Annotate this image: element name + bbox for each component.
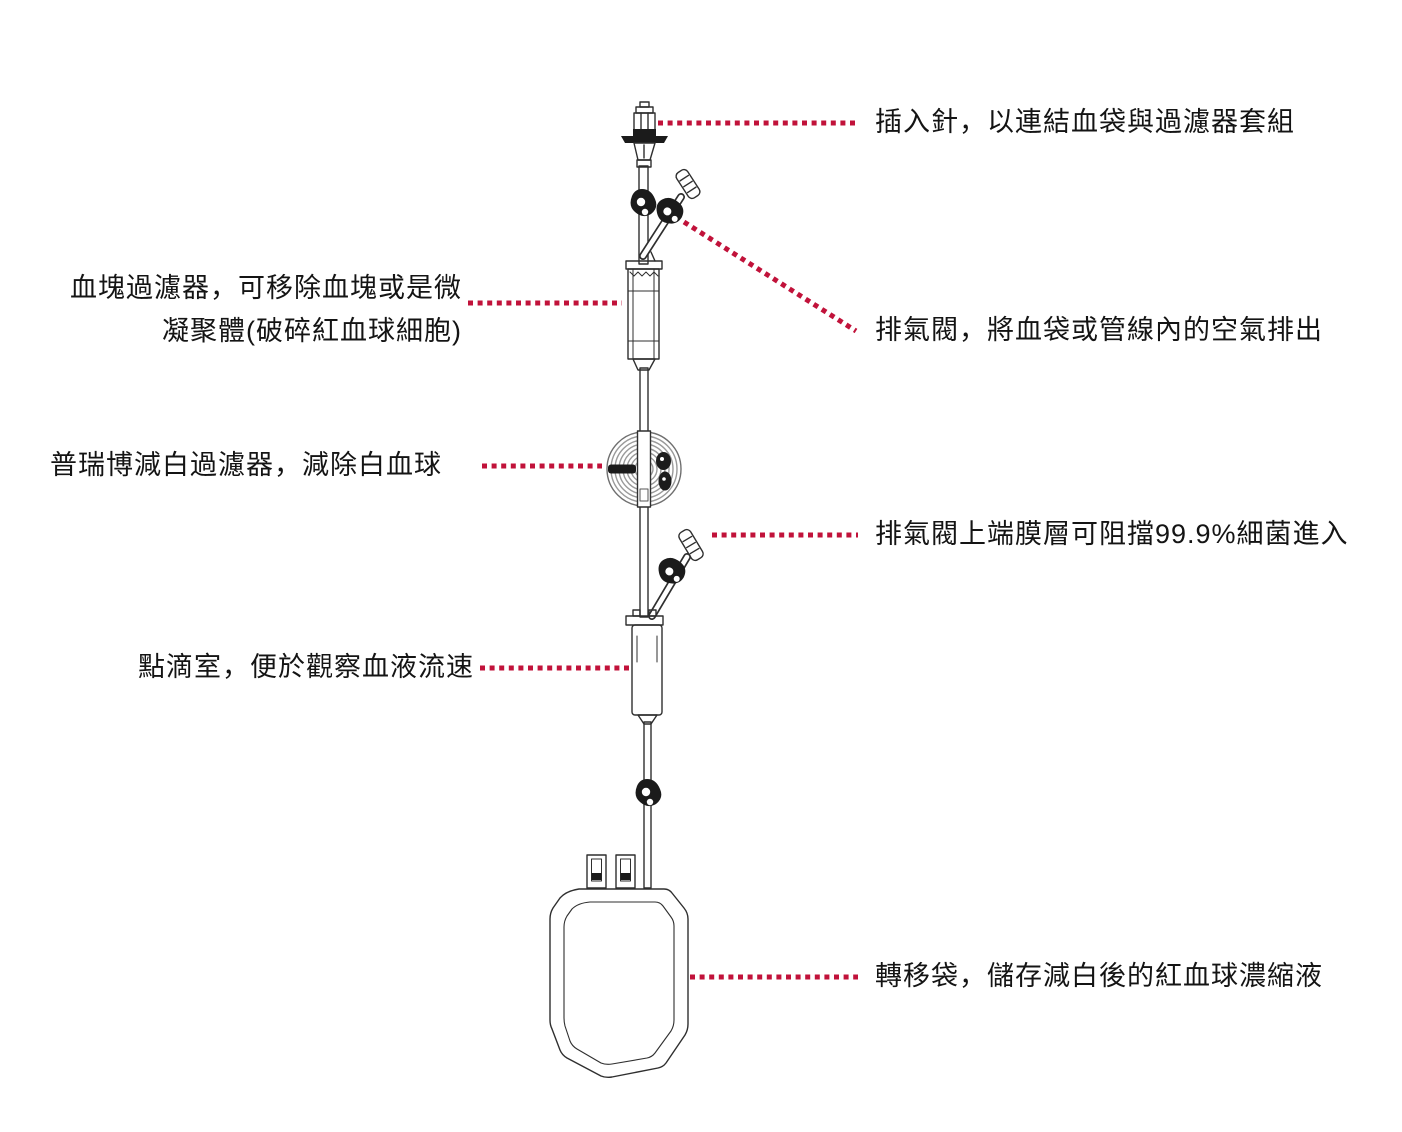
- tube-mid-2: [639, 504, 649, 618]
- leukoreduction-filter: [606, 430, 682, 508]
- filter-set-drawing: [549, 101, 704, 1079]
- bag-port-right: [615, 854, 636, 889]
- callout-clot-filter-label: 血塊過濾器，可移除血塊或是微 凝聚體(破碎紅血球細胞): [0, 267, 462, 353]
- callout-leuko-filter-label: 普瑞博減白過濾器，減除白血球: [50, 450, 442, 480]
- spike-flange: [621, 136, 668, 143]
- insertion-spike: [621, 101, 668, 168]
- branch-pinch-clamp: [656, 197, 684, 224]
- branch-pinch-clamp-lower: [658, 557, 686, 584]
- filter-right-ports: [656, 452, 672, 491]
- leader-lines: [468, 120, 858, 980]
- spike-band: [633, 129, 656, 138]
- tube-mid-1: [639, 367, 649, 435]
- leader-line-air-vent: [682, 219, 858, 334]
- pinch-clamp-upper: [630, 189, 657, 217]
- callout-drip-chamber-label: 點滴室，便於觀察血液流速: [138, 652, 474, 682]
- air-vent-valve-lower: [648, 528, 704, 620]
- filter-left-port: [608, 464, 636, 474]
- callout-spike-label: 插入針，以連結血袋與過濾器套組: [875, 107, 1295, 137]
- callout-clot-filter-line1: 血塊過濾器，可移除血塊或是微: [70, 273, 462, 303]
- bag-port-left: [586, 854, 607, 889]
- transfer-bag: [549, 854, 689, 1079]
- pinch-clamp-lower: [635, 779, 662, 807]
- callout-vent-membrane-label: 排氣閥上端膜層可阻擋99.9%細菌進入: [875, 519, 1349, 549]
- clot-filter: [625, 251, 663, 371]
- drip-chamber: [625, 609, 664, 725]
- air-vent-valve: [639, 168, 701, 260]
- callout-transfer-bag-label: 轉移袋，儲存減白後的紅血球濃縮液: [875, 961, 1323, 991]
- callout-clot-filter-line2: 凝聚體(破碎紅血球細胞): [162, 316, 462, 346]
- callout-air-vent-label: 排氣閥，將血袋或管線內的空氣排出: [875, 315, 1323, 345]
